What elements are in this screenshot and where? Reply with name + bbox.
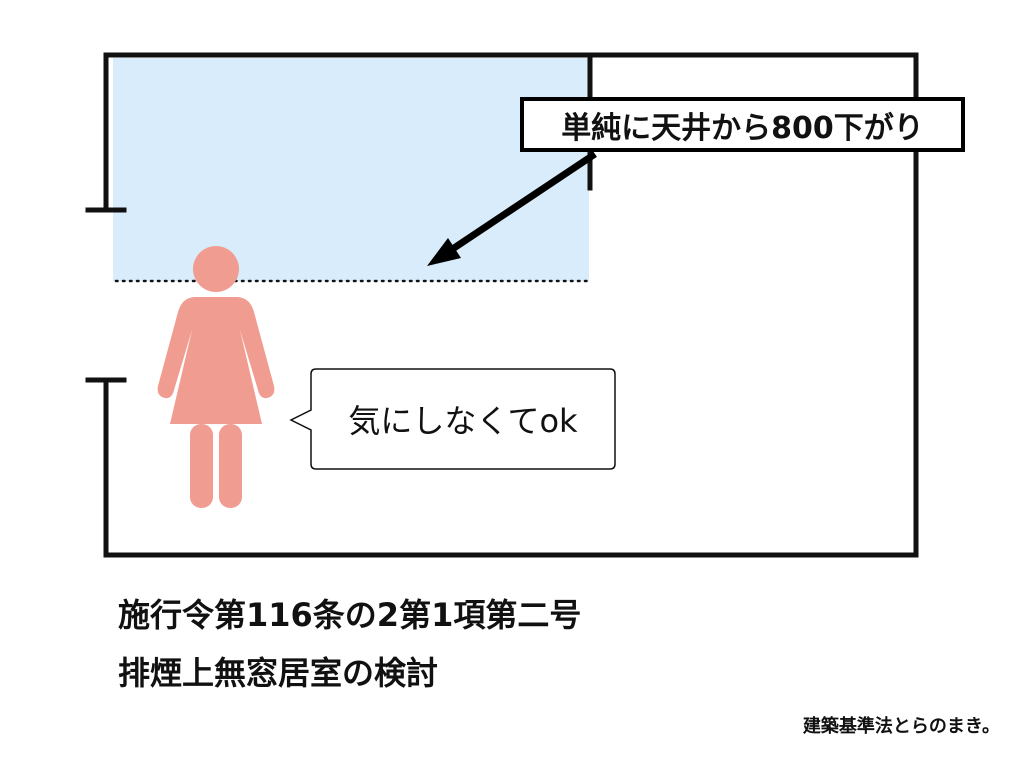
speech-bubble [289, 368, 616, 470]
speech-bubble-text: 気にしなくてok [348, 402, 578, 440]
credit: 建築基準法とらのまき。 [802, 716, 1000, 737]
callout-label: 単純に天井から800下がり [561, 110, 924, 146]
arrow [427, 151, 597, 266]
smoke-zone-area [113, 58, 589, 281]
title-line-2: 排煙上無窓居室の検討 [118, 654, 439, 692]
ceiling-drop-callout: 単純に天井から800下がり [520, 97, 965, 152]
title-line-1: 施行令第116条の2第1項第二号 [118, 596, 582, 634]
person-icon [157, 246, 275, 508]
